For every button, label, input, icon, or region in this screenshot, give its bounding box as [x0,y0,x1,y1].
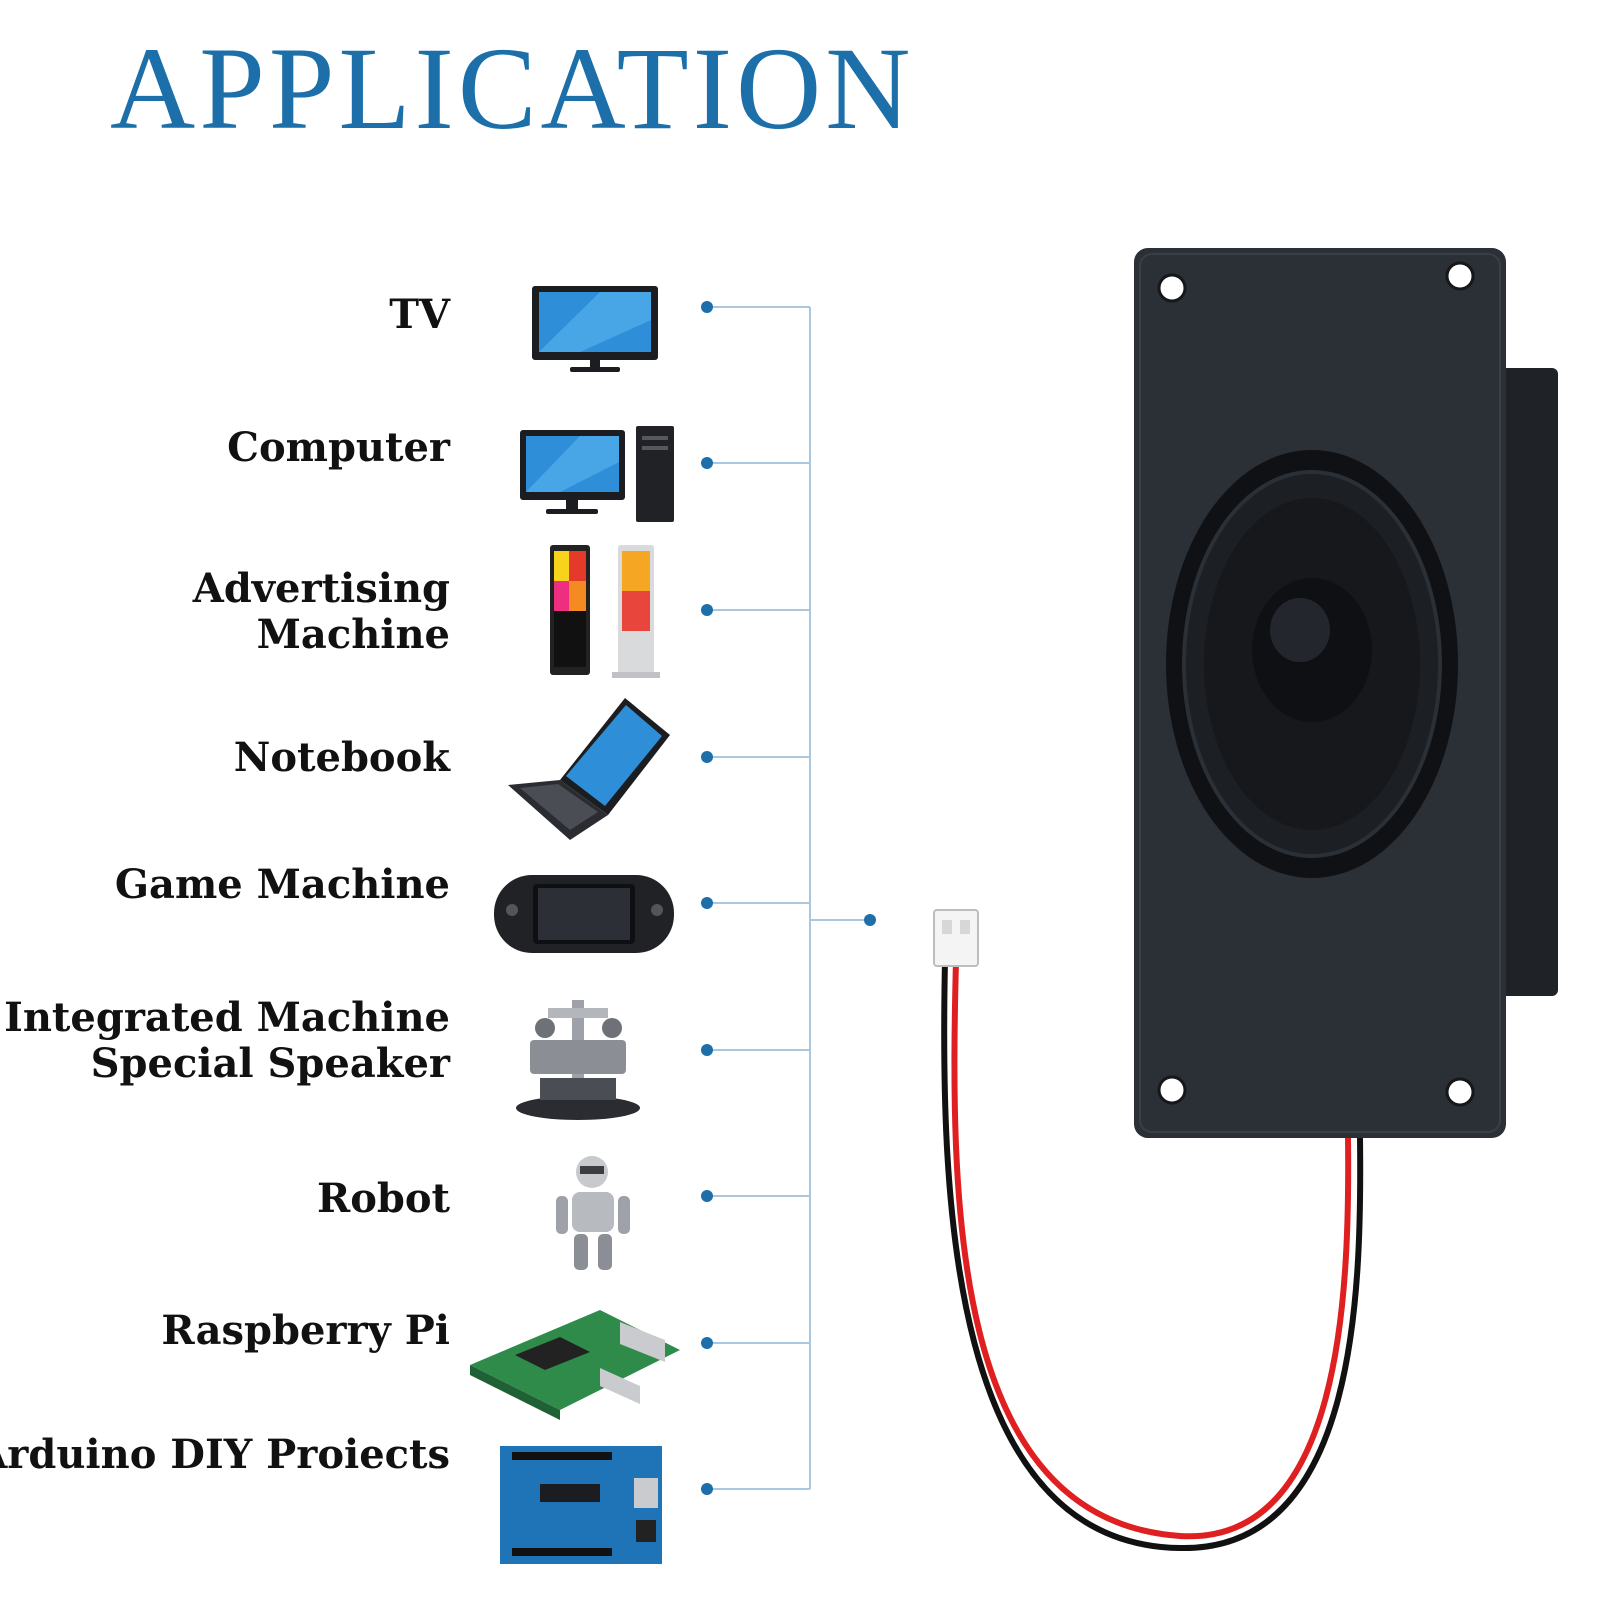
black-wire [941,959,1364,1552]
connector-dot [701,604,713,616]
speaker-machine-icon [516,1000,640,1120]
mounting-hole [1447,1079,1473,1105]
connector-dot [701,1483,713,1495]
application-icons [470,286,680,1564]
application-label-line: Game Machine [114,861,450,908]
connector-dot [701,1190,713,1202]
application-label-line: Integrated Machine [4,994,450,1041]
connector-dot [701,897,713,909]
mounting-hole [1447,263,1473,289]
handheld-console-icon [494,875,674,953]
application-label-line: Special Speaker [90,1040,450,1087]
application-label: Notebook [234,735,450,781]
mounting-hole [1159,275,1185,301]
application-label: Game Machine [115,862,450,908]
connector-dot [701,1044,713,1056]
application-label-line: TV [389,291,450,338]
speaker-product [933,248,1558,1552]
application-label-line: Raspberry Pi [161,1307,450,1354]
connector-main-dot [864,914,876,926]
application-label-line: Computer [227,424,450,471]
mounting-hole [1159,1077,1185,1103]
application-label-line: Robot [316,1175,450,1222]
rectangular-speaker-icon [933,248,1558,1552]
laptop-icon [508,698,670,840]
application-label: TV [389,292,450,338]
desktop-computer-icon [520,426,674,522]
wire-connector-plug [933,909,979,967]
arduino-board-icon [500,1446,662,1564]
robot-icon [556,1156,630,1270]
application-label-line: Arduino DIY Proiects [0,1431,450,1478]
page-title: APPLICATION [110,23,915,154]
tv-icon [532,286,658,372]
application-label: Computer [227,425,450,471]
connector-dot [701,751,713,763]
red-wire [951,959,1352,1540]
connector-lines [701,301,876,1495]
application-label-line: Machine [256,611,450,658]
application-label-line: Notebook [233,734,450,781]
application-label: Arduino DIY Proiects [0,1432,450,1478]
application-label: Robot [317,1176,450,1222]
connector-dot [701,301,713,313]
connector-dot [701,1337,713,1349]
connector-dot [701,457,713,469]
application-label: Raspberry Pi [161,1308,450,1354]
application-label-line: Advertising [192,565,450,612]
raspberry-pi-board-icon [470,1310,680,1420]
advertising-kiosk-icon [550,545,660,678]
